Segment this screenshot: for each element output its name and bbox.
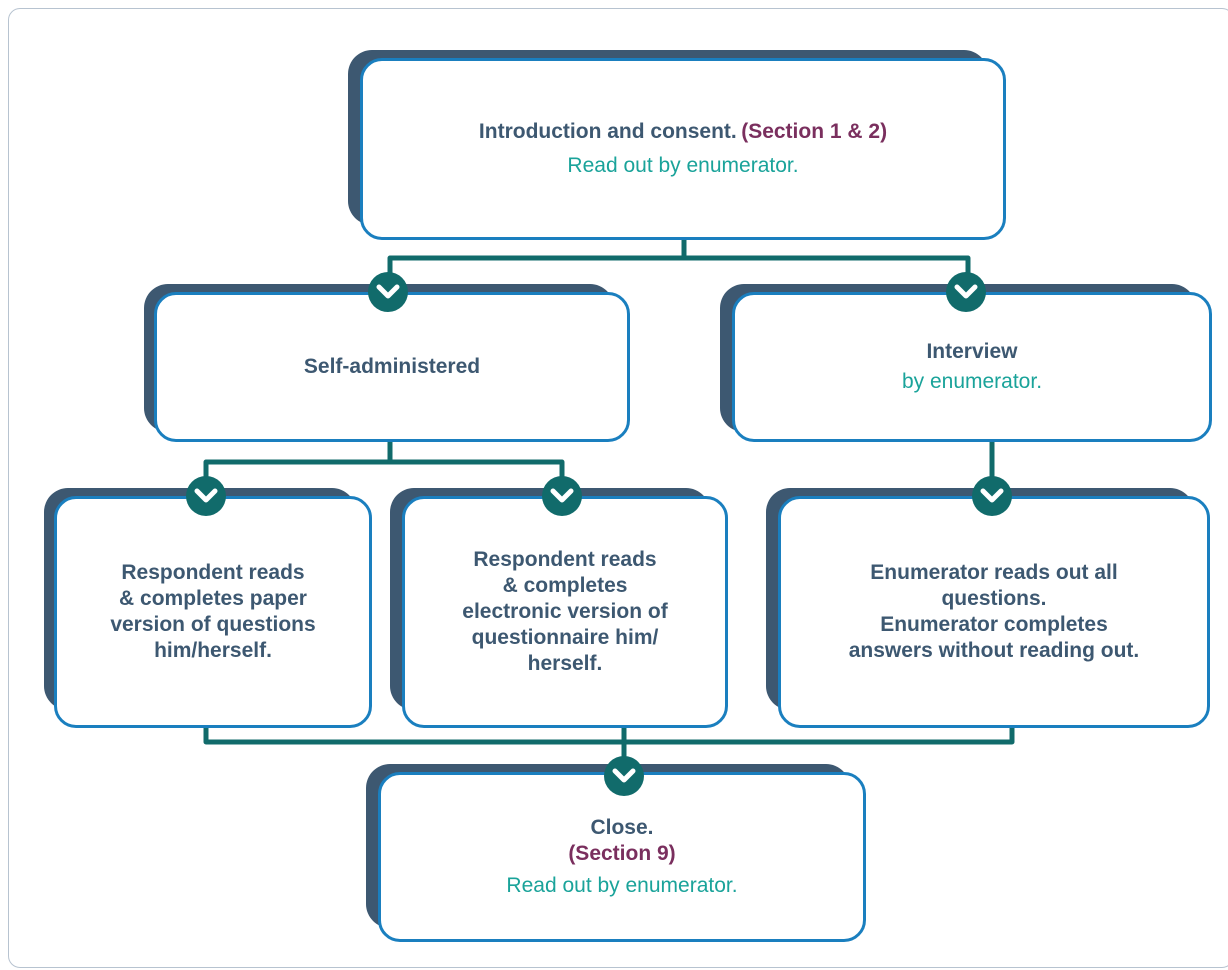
- connector-self-to-electronic: [387, 459, 565, 493]
- enumerator-line: questions.: [941, 587, 1047, 610]
- chevron-down-icon: [542, 476, 582, 516]
- chevron-down-icon: [972, 476, 1012, 516]
- node-self-administered: Self-administered: [144, 284, 632, 446]
- enumerator-line: answers without reading out.: [848, 639, 1140, 662]
- intro-section: (Section 1 & 2): [741, 120, 888, 143]
- enumerator-line: Enumerator completes: [880, 613, 1108, 636]
- node-box: Enumerator reads out all questions. Enum…: [778, 496, 1210, 728]
- node-introduction: Introduction and consent. (Section 1 & 2…: [348, 50, 1008, 242]
- chevron-down-icon: [186, 476, 226, 516]
- node-box: Respondent reads & completes paper versi…: [54, 496, 372, 728]
- interview-subtitle: by enumerator.: [901, 370, 1043, 393]
- node-box: Self-administered: [154, 292, 630, 442]
- intro-subtitle: Read out by enumerator.: [567, 154, 799, 177]
- node-electronic-version: Respondent reads & completes electronic …: [390, 488, 730, 730]
- node-box: Introduction and consent. (Section 1 & 2…: [360, 58, 1006, 240]
- enumerator-line: Enumerator reads out all: [870, 561, 1118, 584]
- electronic-line: questionnaire him/: [471, 626, 659, 649]
- node-enumerator-reads: Enumerator reads out all questions. Enum…: [766, 488, 1212, 730]
- self-administered-title: Self-administered: [303, 355, 481, 378]
- diagram-frame: [8, 8, 1228, 968]
- connector-merge-line: [203, 723, 1015, 745]
- electronic-line: herself.: [527, 652, 603, 675]
- node-box: Respondent reads & completes electronic …: [402, 496, 728, 728]
- chevron-down-icon: [604, 756, 644, 796]
- connector-self-to-paper: [203, 437, 393, 493]
- paper-line: him/herself.: [154, 639, 272, 662]
- node-paper-version: Respondent reads & completes paper versi…: [44, 488, 374, 730]
- interview-title: Interview: [926, 340, 1018, 363]
- paper-line: version of questions: [110, 613, 316, 636]
- chevron-down-icon: [946, 272, 986, 312]
- node-box: Interview by enumerator.: [732, 292, 1212, 442]
- chevron-down-icon: [368, 272, 408, 312]
- electronic-line: electronic version of: [462, 600, 668, 623]
- paper-line: Respondent reads: [121, 561, 305, 584]
- node-box: Close. (Section 9) Read out by enumerato…: [378, 772, 866, 942]
- node-close: Close. (Section 9) Read out by enumerato…: [366, 764, 868, 944]
- intro-title: Introduction and consent.: [478, 120, 737, 143]
- electronic-line: Respondent reads: [473, 548, 657, 571]
- close-section: (Section 9): [568, 842, 676, 865]
- close-title: Close.: [590, 816, 654, 839]
- electronic-line: & completes: [502, 574, 628, 597]
- close-subtitle: Read out by enumerator.: [506, 874, 738, 897]
- connector-intro-to-self: [387, 235, 687, 293]
- paper-line: & completes paper: [119, 587, 307, 610]
